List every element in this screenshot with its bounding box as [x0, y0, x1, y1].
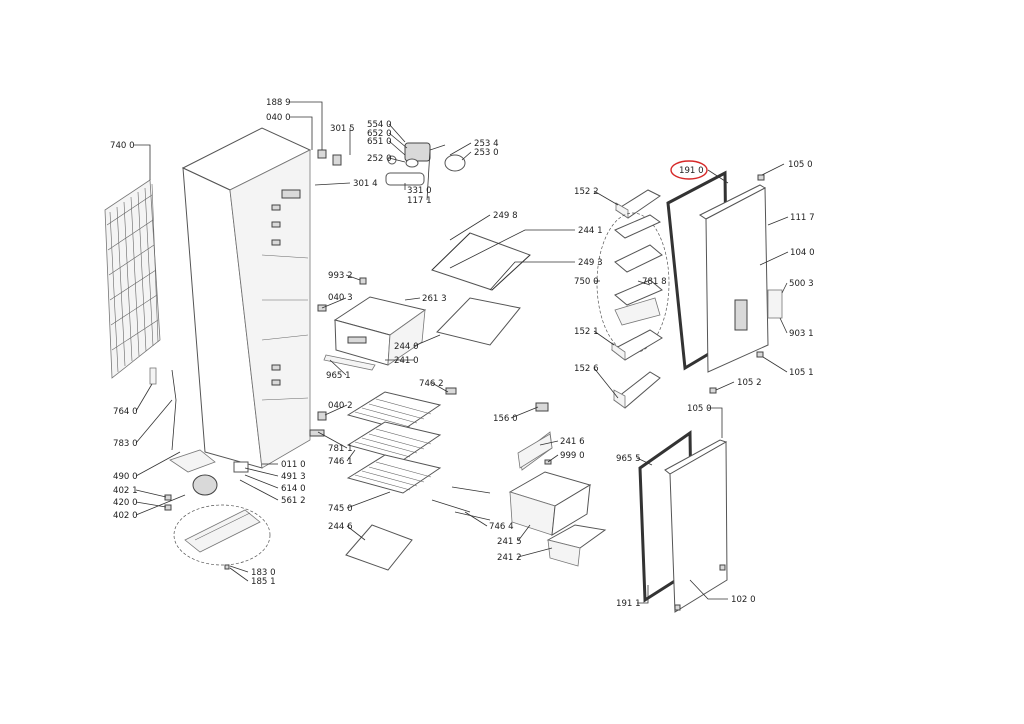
label-965-1: 965 1 — [326, 371, 351, 381]
label-102-0: 102 0 — [731, 595, 756, 605]
label-105-0-lower: 105 0 — [687, 404, 712, 414]
label-105-1: 105 1 — [789, 368, 814, 378]
cabinet-body — [181, 127, 342, 469]
label-745-0: 745 0 — [328, 504, 353, 514]
label-253-4: 253 4 — [474, 139, 499, 149]
label-152-6: 152 6 — [574, 364, 599, 374]
crisper-drawer-lower — [546, 524, 607, 567]
compressor — [169, 449, 249, 496]
door-bin-152-2 — [615, 189, 661, 219]
door-bin-152-6 — [613, 371, 661, 409]
label-244-1: 244 1 — [578, 226, 603, 236]
label-191-1: 191 1 — [616, 599, 641, 609]
label-185-1: 185 1 — [251, 577, 276, 587]
handle-500-3 — [767, 289, 783, 319]
label-652-0: 652 0 — [367, 129, 392, 139]
label-301-4: 301 4 — [353, 179, 378, 189]
label-561-2: 561 2 — [281, 496, 306, 506]
label-903-1: 903 1 — [789, 329, 814, 339]
part-labels: 188 9 040 0 301 5 301 4 740 0 554 0 652 … — [110, 98, 815, 609]
label-781-1: 781 1 — [328, 444, 353, 454]
label-746-1: 746 1 — [328, 457, 353, 467]
drain-tube — [149, 367, 177, 451]
label-104-0: 104 0 — [790, 248, 815, 258]
label-188-9: 188 9 — [266, 98, 291, 108]
label-402-1: 402 1 — [113, 486, 138, 496]
label-241-6: 241 6 — [560, 437, 585, 447]
label-740-0: 740 0 — [110, 141, 135, 151]
label-241-5: 241 5 — [497, 537, 522, 547]
label-249-3: 249 3 — [578, 258, 603, 268]
label-183-0: 183 0 — [251, 568, 276, 578]
label-241-2: 241 2 — [497, 553, 522, 563]
leader-lines — [134, 101, 789, 604]
label-040-3: 040 3 — [328, 293, 353, 303]
label-105-2: 105 2 — [737, 378, 762, 388]
label-420-0: 420 0 — [113, 498, 138, 508]
bottom-glass — [345, 524, 413, 571]
glass-shelf-middle — [436, 297, 521, 346]
label-152-1: 152 1 — [574, 327, 599, 337]
glass-shelf-upper — [431, 232, 531, 291]
label-040-2: 040 2 — [328, 401, 353, 411]
crisper-drawer-upper — [508, 471, 592, 536]
label-764-0: 764 0 — [113, 407, 138, 417]
compressor-plate — [173, 504, 271, 566]
label-252-0: 252 0 — [367, 154, 392, 164]
label-614-0: 614 0 — [281, 484, 306, 494]
label-783-0: 783 0 — [113, 439, 138, 449]
label-491-3: 491 3 — [281, 472, 306, 482]
label-993-2: 993 2 — [328, 271, 353, 281]
label-781-8: 781 8 — [642, 277, 667, 287]
freezer-door — [664, 439, 728, 613]
label-117-1: 117 1 — [407, 196, 432, 206]
highlight-ring — [670, 160, 708, 180]
label-111-7: 111 7 — [790, 213, 815, 223]
label-244-0: 244 0 — [394, 342, 419, 352]
label-965-5: 965 5 — [616, 454, 641, 464]
door-bin-152-1 — [611, 329, 663, 361]
label-554-0: 554 0 — [367, 120, 392, 130]
label-402-0: 402 0 — [113, 511, 138, 521]
label-746-4: 746 4 — [489, 522, 514, 532]
label-490-0: 490 0 — [113, 472, 138, 482]
freezer-drawer — [333, 296, 427, 366]
label-651-0: 651 0 — [367, 137, 392, 147]
label-999-0: 999 0 — [560, 451, 585, 461]
label-191-0: 191 0 — [679, 166, 704, 176]
label-244-6: 244 6 — [328, 522, 353, 532]
condenser-coil — [104, 179, 161, 379]
label-750-0: 750 0 — [574, 277, 599, 287]
label-253-0: 253 0 — [474, 148, 499, 158]
label-331-0: 331 0 — [407, 186, 432, 196]
label-156-0: 156 0 — [493, 414, 518, 424]
fridge-door — [699, 184, 769, 373]
fan-assembly — [385, 142, 466, 186]
label-746-2: 746 2 — [419, 379, 444, 389]
wire-basket-3 — [346, 454, 442, 494]
door-bin-assembly-750-0 — [596, 212, 670, 354]
label-241-0: 241 0 — [394, 356, 419, 366]
label-301-5: 301 5 — [330, 124, 355, 134]
label-152-2: 152 2 — [574, 187, 599, 197]
label-249-8: 249 8 — [493, 211, 518, 221]
label-105-0-top: 105 0 — [788, 160, 813, 170]
label-011-0: 011 0 — [281, 460, 306, 470]
wire-basket-2 — [346, 421, 442, 461]
label-261-3: 261 3 — [422, 294, 447, 304]
label-040-0: 040 0 — [266, 113, 291, 123]
label-500-3: 500 3 — [789, 279, 814, 289]
